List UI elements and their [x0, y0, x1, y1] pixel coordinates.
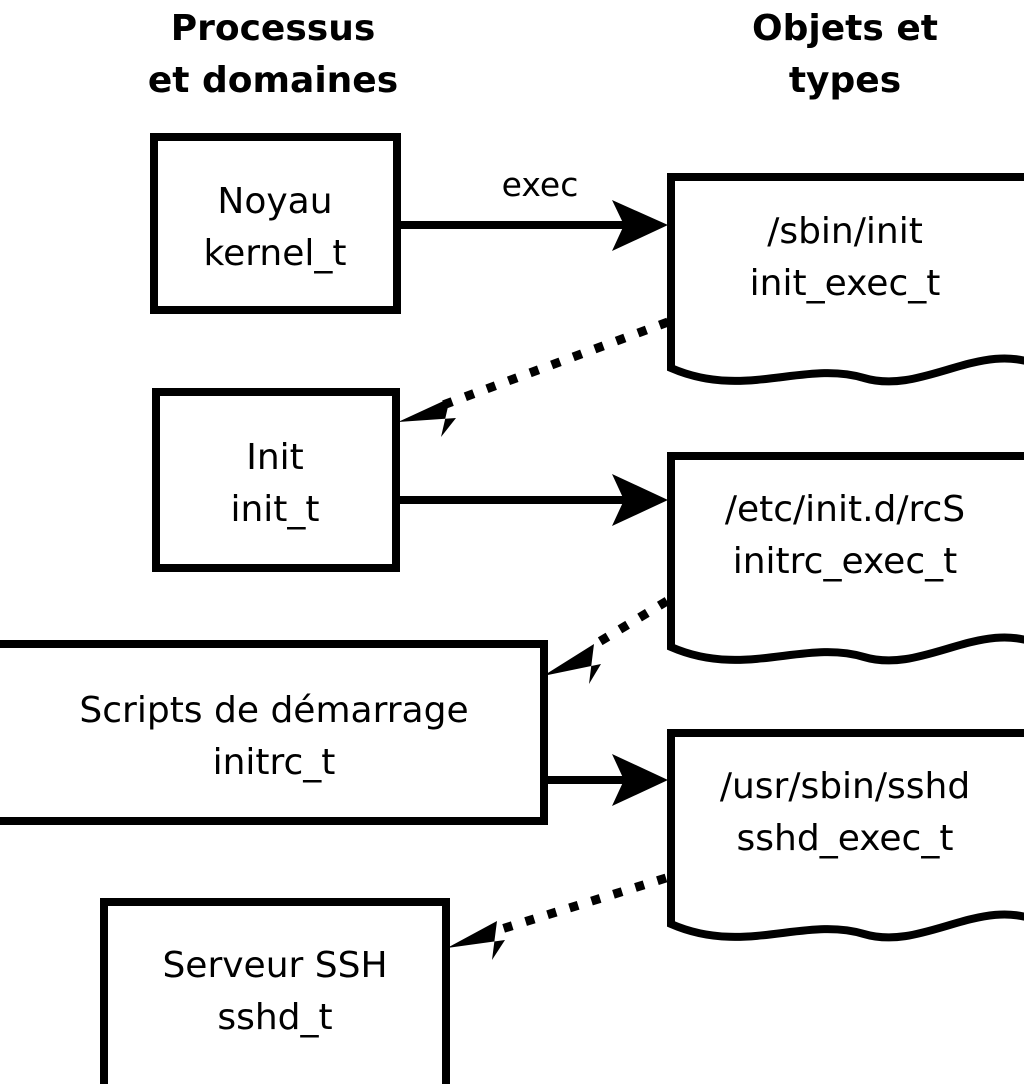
node-init-exec-line2: init_exec_t [750, 263, 941, 304]
node-init-exec-document[interactable] [667, 173, 1024, 386]
node-kernel[interactable]: Noyau kernel_t [150, 133, 401, 314]
node-sshd-exec-document[interactable] [667, 729, 1024, 942]
node-initrc-line1: Scripts de démarrage [79, 690, 468, 731]
node-init[interactable]: Init init_t [152, 388, 400, 572]
edge-init-exec-to-init [398, 317, 670, 437]
node-init-box[interactable] [152, 388, 400, 572]
node-sshd-box[interactable] [100, 898, 450, 1084]
node-init-exec-line1: /sbin/init [767, 211, 923, 252]
column-header-left: Processus et domaines [148, 8, 398, 101]
node-init-line1: Init [246, 437, 304, 478]
node-kernel-line2: kernel_t [204, 233, 347, 274]
edge-kernel-to-init-exec-arrowhead [612, 200, 668, 251]
node-sshd-line1: Serveur SSH [162, 945, 387, 986]
edge-initrc-exec-to-initrc-arrowhead [543, 644, 601, 684]
node-kernel-line1: Noyau [217, 181, 332, 222]
edge-initrc-exec-to-initrc-line [586, 597, 670, 652]
edge-init-to-initrc-exec-arrowhead [612, 474, 668, 526]
node-initrc-exec-document[interactable] [667, 452, 1024, 665]
node-kernel-box[interactable] [150, 133, 401, 314]
node-initrc[interactable]: Scripts de démarrage initrc_t [0, 640, 548, 825]
edge-sshd-exec-to-sshd-line [490, 873, 668, 937]
node-init-exec[interactable]: /sbin/init init_exec_t [667, 173, 1024, 386]
edge-init-to-initrc-exec [397, 474, 668, 526]
column-header-left-line1: Processus [171, 8, 376, 49]
node-sshd[interactable]: Serveur SSH sshd_t [100, 898, 450, 1084]
edge-label-exec: exec [502, 165, 579, 204]
edge-initrc-exec-to-initrc [543, 597, 670, 684]
node-sshd-exec[interactable]: /usr/sbin/sshd sshd_exec_t [667, 729, 1024, 942]
node-initrc-box[interactable] [0, 640, 548, 825]
node-sshd-line2: sshd_t [217, 997, 332, 1038]
node-initrc-exec[interactable]: /etc/init.d/rcS initrc_exec_t [667, 452, 1024, 665]
node-sshd-exec-line2: sshd_exec_t [737, 818, 954, 859]
edge-sshd-exec-to-sshd [447, 873, 668, 960]
node-sshd-exec-line1: /usr/sbin/sshd [720, 766, 970, 807]
edge-initrc-to-sshd-exec [545, 754, 668, 806]
node-initrc-exec-line2: initrc_exec_t [733, 541, 958, 582]
node-initrc-exec-line1: /etc/init.d/rcS [725, 489, 965, 530]
column-header-left-line2: et domaines [148, 60, 398, 101]
column-header-right-line1: Objets et [752, 8, 938, 49]
column-header-right: Objets et types [752, 8, 938, 101]
node-init-line2: init_t [230, 489, 319, 530]
edge-init-exec-to-init-arrowhead [398, 398, 456, 437]
edge-sshd-exec-to-sshd-arrowhead [447, 921, 505, 960]
node-initrc-line2: initrc_t [213, 742, 336, 783]
edge-init-exec-to-init-line [441, 317, 670, 410]
edge-initrc-to-sshd-exec-arrowhead [612, 754, 668, 806]
edge-kernel-to-init-exec: exec [398, 165, 668, 251]
column-header-right-line2: types [789, 60, 901, 101]
